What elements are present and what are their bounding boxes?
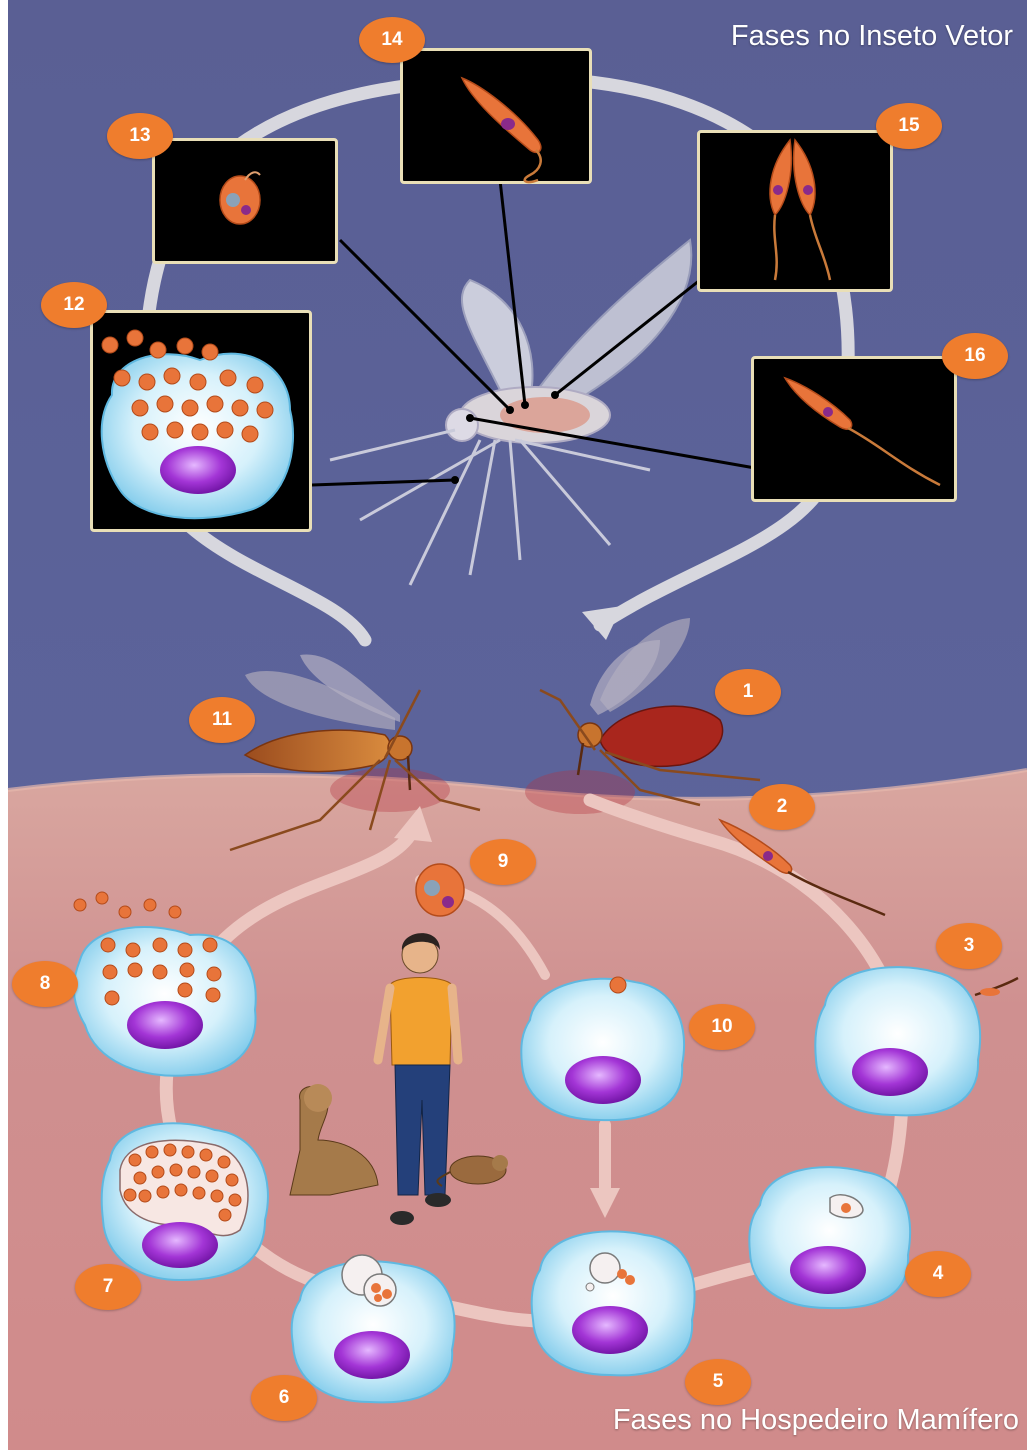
cell-icon [521,977,684,1120]
stage-badge-16: 16 [942,333,1008,379]
stage-badge-4: 4 [905,1251,971,1297]
inset-frame-14 [400,48,592,184]
nucleus-icon [790,1246,866,1294]
stage-badge-1: 1 [715,669,781,715]
stage-badge-12: 12 [41,282,107,328]
stage-badge-9: 9 [470,839,536,885]
stage-badge-8: 8 [12,961,78,1007]
cell-icon [292,1255,455,1402]
cell-icon [532,1231,695,1375]
inset-frame-13 [152,138,338,264]
stage-badge-13: 13 [107,113,173,159]
nucleus-icon [142,1222,218,1268]
nucleus-icon [852,1048,928,1096]
nucleus-icon [565,1056,641,1104]
nucleus-icon [334,1331,410,1379]
inset-frame-16 [751,356,957,502]
cell-icon [102,1123,268,1280]
stage-badge-6: 6 [251,1375,317,1421]
stage-badge-11: 11 [189,697,255,743]
nucleus-icon [572,1306,648,1354]
stage-badge-5: 5 [685,1359,751,1405]
stage-badge-15: 15 [876,103,942,149]
parasite-icon [416,864,464,916]
stage-badge-7: 7 [75,1264,141,1310]
inset-frame-12 [90,310,312,532]
vector-phase-title: Fases no Inseto Vetor [731,20,1013,53]
stage-badge-3: 3 [936,923,1002,969]
host-phase-title: Fases no Hospedeiro Mamífero [613,1404,1019,1437]
stage-badge-14: 14 [359,17,425,63]
nucleus-icon [127,1001,203,1049]
bite-mark [330,768,450,812]
cell-icon [749,1167,910,1308]
stage-badge-2: 2 [749,784,815,830]
inset-frame-15 [697,130,893,292]
stage-badge-10: 10 [689,1004,755,1050]
